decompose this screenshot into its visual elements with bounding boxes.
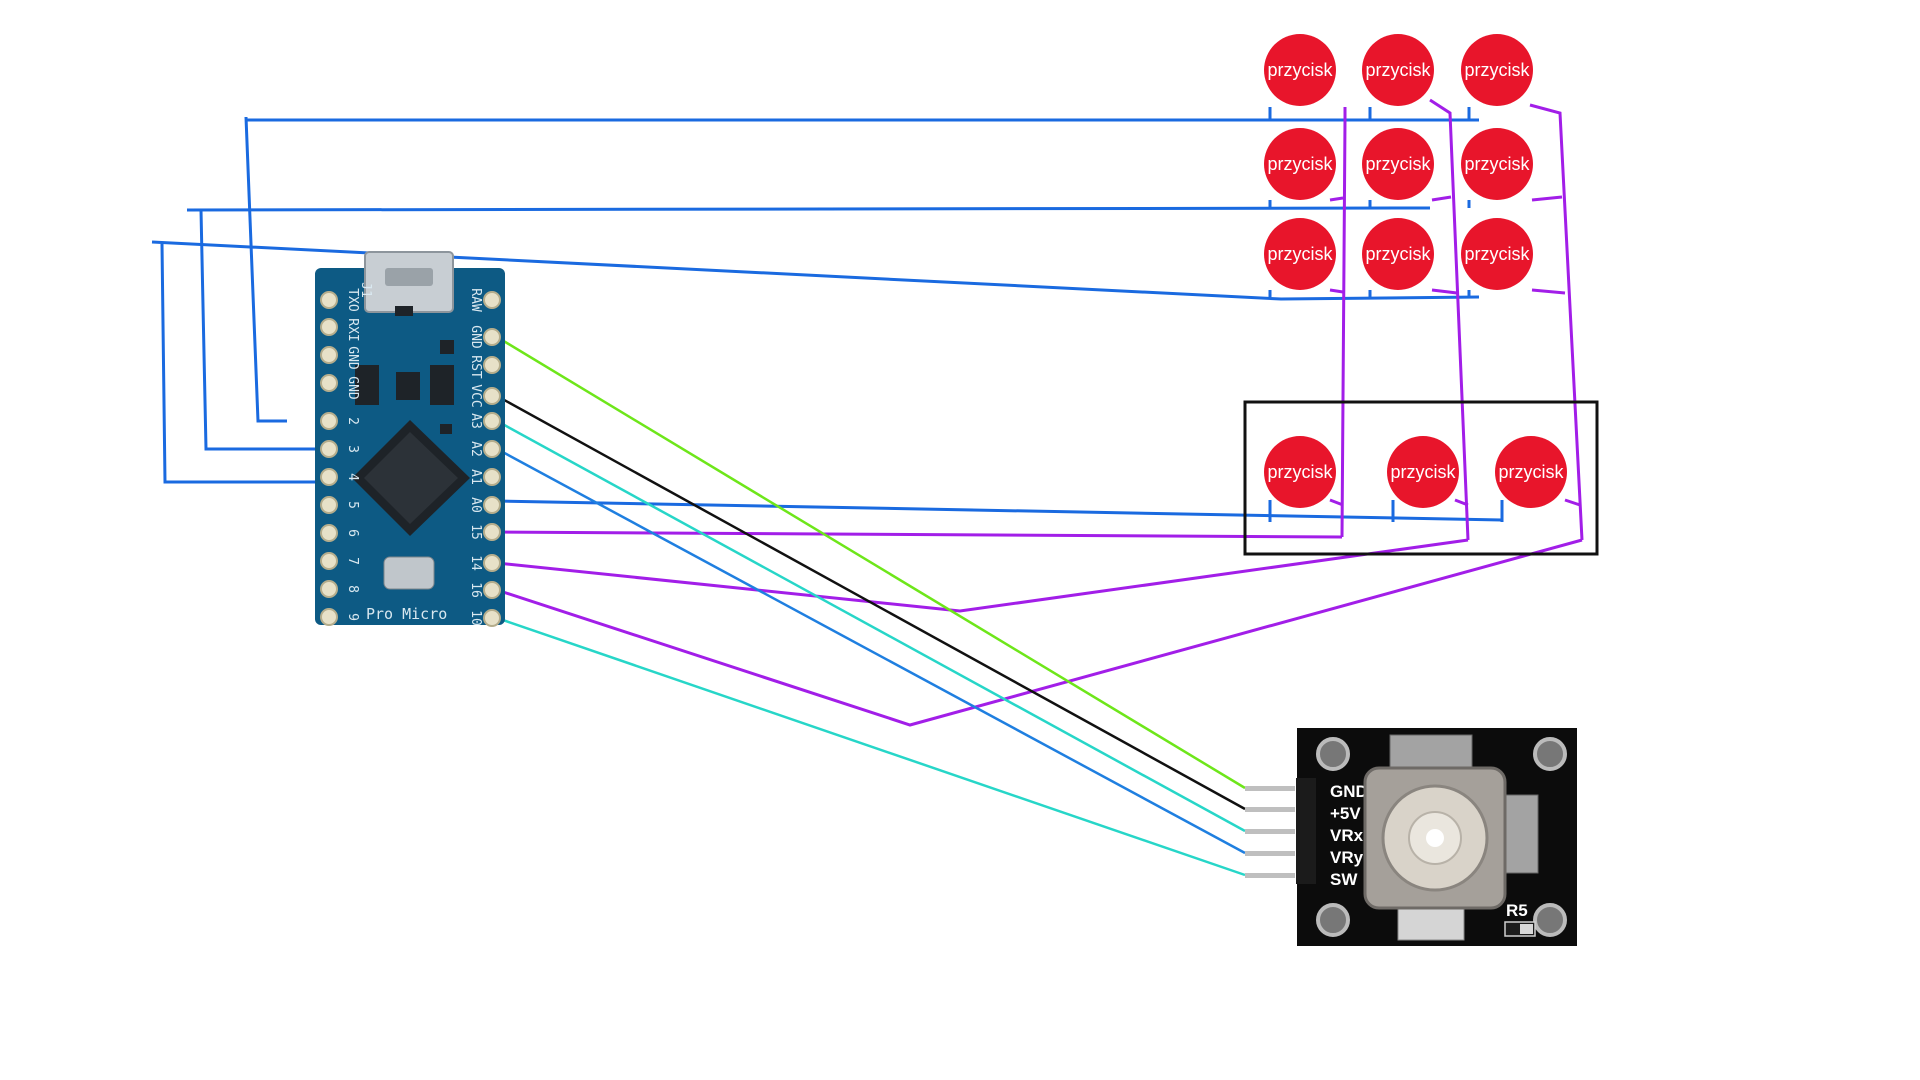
svg-text:GND: GND xyxy=(345,346,360,370)
svg-text:SW: SW xyxy=(1330,870,1358,889)
svg-text:A1: A1 xyxy=(468,469,483,485)
mount-hole-icon xyxy=(1316,903,1350,937)
joystick-pin-labels: GND +5V VRx VRy SW xyxy=(1330,782,1368,889)
svg-text:3: 3 xyxy=(345,445,360,453)
button-r2c1[interactable]: przycisk xyxy=(1264,128,1336,200)
button-group-frame xyxy=(1243,400,1599,556)
button-r2c3[interactable]: przycisk xyxy=(1461,128,1533,200)
button-b1[interactable]: przycisk xyxy=(1264,436,1336,508)
button-r3c3[interactable]: przycisk xyxy=(1461,218,1533,290)
button-r3c2[interactable]: przycisk xyxy=(1362,218,1434,290)
svg-text:J1: J1 xyxy=(358,282,373,298)
svg-text:A3: A3 xyxy=(468,413,483,429)
wire-gnd xyxy=(496,335,1246,790)
wire-a3 xyxy=(496,419,1246,833)
button-b3[interactable]: przycisk xyxy=(1495,436,1567,508)
right-pin-labels: RAW GND RST VCC A3 A2 A1 A0 15 14 16 10 xyxy=(468,288,483,626)
svg-text:przycisk: przycisk xyxy=(1498,462,1564,482)
svg-text:2: 2 xyxy=(345,417,360,425)
svg-text:RXI: RXI xyxy=(345,318,360,341)
svg-text:przycisk: przycisk xyxy=(1267,244,1333,264)
svg-text:+5V: +5V xyxy=(1330,804,1361,823)
svg-text:przycisk: przycisk xyxy=(1464,60,1530,80)
svg-text:przycisk: przycisk xyxy=(1365,154,1431,174)
button-matrix: przycisk przycisk przycisk przycisk przy… xyxy=(1264,34,1567,508)
mount-hole-icon xyxy=(1533,903,1567,937)
column-wires xyxy=(496,98,1584,727)
svg-text:VRx: VRx xyxy=(1330,826,1364,845)
wire-a2 xyxy=(496,447,1246,855)
svg-text:GND: GND xyxy=(345,376,360,400)
svg-text:16: 16 xyxy=(468,582,483,598)
svg-text:TXO: TXO xyxy=(345,288,360,312)
svg-text:przycisk: przycisk xyxy=(1464,154,1530,174)
svg-text:przycisk: przycisk xyxy=(1464,244,1530,264)
col-wire-1 xyxy=(1340,107,1347,538)
svg-text:GND: GND xyxy=(468,325,483,349)
button-r2c2[interactable]: przycisk xyxy=(1362,128,1434,200)
svg-text:5: 5 xyxy=(345,501,360,509)
button-r1c2[interactable]: przycisk xyxy=(1362,34,1434,106)
svg-text:VRy: VRy xyxy=(1330,848,1364,867)
pro-micro-board: TXO RXI GND GND 2 3 4 5 6 7 8 9 J1 RAW G… xyxy=(315,251,505,627)
svg-text:przycisk: przycisk xyxy=(1267,462,1333,482)
svg-text:7: 7 xyxy=(345,557,360,565)
col-wire-16 xyxy=(496,538,1583,727)
button-b2[interactable]: przycisk xyxy=(1387,436,1459,508)
svg-text:przycisk: przycisk xyxy=(1365,244,1431,264)
row-wire-3-drop xyxy=(160,243,336,484)
button-r1c3[interactable]: przycisk xyxy=(1461,34,1533,106)
row-wire-a0 xyxy=(496,499,1503,522)
wire-vcc xyxy=(496,394,1246,811)
crystal-icon xyxy=(383,556,435,590)
svg-text:8: 8 xyxy=(345,585,360,593)
svg-text:10: 10 xyxy=(468,610,483,626)
mcu-chip-icon xyxy=(352,420,470,536)
board-name: Pro Micro xyxy=(366,605,447,623)
col-wire-15 xyxy=(496,530,1343,539)
svg-text:GND: GND xyxy=(1330,782,1368,801)
mount-hole-icon xyxy=(1533,737,1567,771)
svg-text:A0: A0 xyxy=(468,497,483,513)
svg-text:przycisk: przycisk xyxy=(1365,60,1431,80)
row-wire-1-drop xyxy=(244,116,287,423)
right-pin-header xyxy=(483,291,501,627)
svg-text:RAW: RAW xyxy=(468,288,483,312)
row-wires xyxy=(151,107,1504,522)
svg-text:VCC: VCC xyxy=(468,384,483,407)
svg-text:15: 15 xyxy=(468,524,483,540)
row-wire-2-drop xyxy=(199,209,322,451)
row-wire-2 xyxy=(186,206,1431,212)
joystick-wires xyxy=(496,335,1246,877)
left-pin-labels: TXO RXI GND GND 2 3 4 5 6 7 8 9 J1 xyxy=(345,282,373,621)
col-wire-2 xyxy=(1429,98,1470,541)
svg-text:4: 4 xyxy=(345,473,360,481)
button-r3c1[interactable]: przycisk xyxy=(1264,218,1336,290)
left-pin-header xyxy=(320,291,338,626)
mount-hole-icon xyxy=(1316,737,1350,771)
col-wire-14 xyxy=(496,538,1469,613)
svg-text:9: 9 xyxy=(345,613,360,621)
wire-10 xyxy=(496,616,1246,877)
svg-text:przycisk: przycisk xyxy=(1267,154,1333,174)
row-wire-3 xyxy=(151,240,1480,301)
button-r1c1[interactable]: przycisk xyxy=(1264,34,1336,106)
svg-text:14: 14 xyxy=(468,555,483,571)
col-wire-3 xyxy=(1529,103,1584,541)
svg-text:6: 6 xyxy=(345,529,360,537)
joystick-module: GND +5V VRx VRy SW R5 xyxy=(1245,728,1577,946)
svg-text:RST: RST xyxy=(468,355,483,379)
svg-text:A2: A2 xyxy=(468,441,483,457)
joystick-stick-icon xyxy=(1363,734,1539,941)
svg-text:przycisk: przycisk xyxy=(1267,60,1333,80)
component-label-r5: R5 xyxy=(1506,901,1528,920)
joystick-pin-header xyxy=(1245,778,1316,884)
svg-text:przycisk: przycisk xyxy=(1390,462,1456,482)
